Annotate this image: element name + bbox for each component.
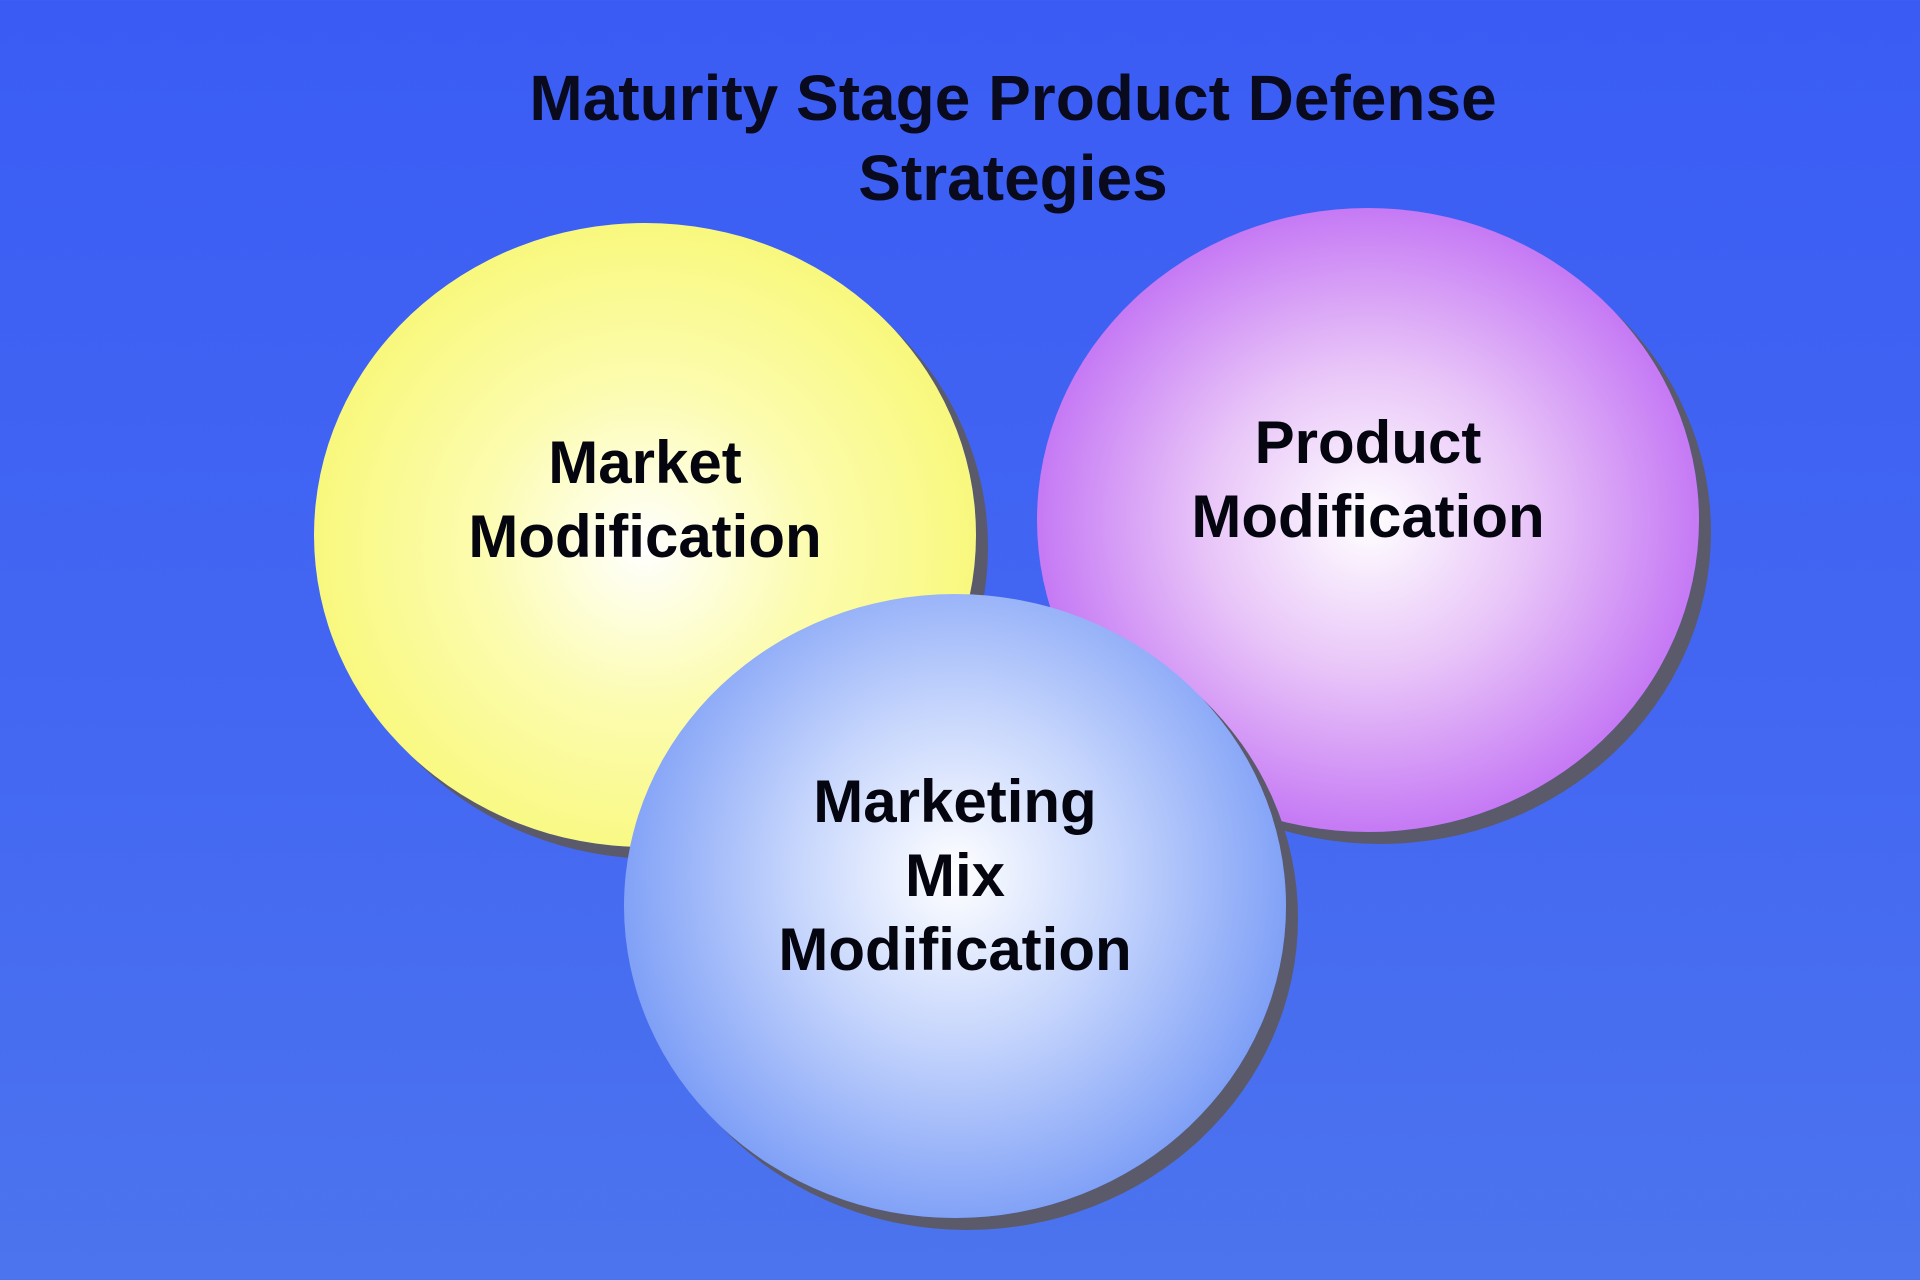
product-modification-label: Product Modification <box>1191 409 1545 550</box>
market-modification-circle: Market Modification <box>314 223 976 847</box>
market-modification-label: Market Modification <box>468 429 822 570</box>
marketing-mix-modification-circle: Marketing Mix Modification <box>624 594 1286 1218</box>
marketing-mix-modification-label: Marketing Mix Modification <box>778 768 1132 983</box>
slide-title: Maturity Stage Product Defense Strategie… <box>529 62 1497 214</box>
